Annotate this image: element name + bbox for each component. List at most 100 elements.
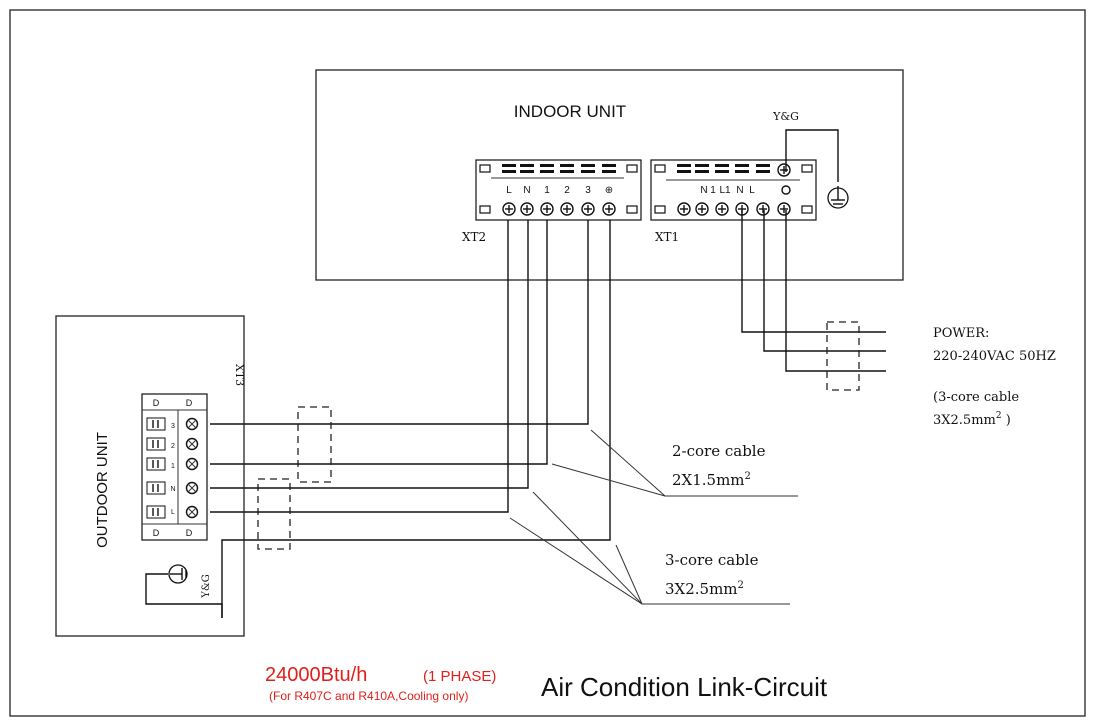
xt1-slot-1-b [695,170,709,173]
xt1-slot-0-a [677,164,691,167]
xt2-slot-0-a [502,164,516,167]
xt2-screw-1 [520,202,534,216]
outdoor-ground-icon [168,564,188,584]
xt3-label-3: 3 [171,423,175,430]
terminal-block-xt3: D D D D 3 2 1 N L [141,393,208,541]
xt1-slot-3-b [735,170,749,173]
xt1-cap-bl [654,205,666,214]
outdoor-ground-label: Y&G [201,574,212,599]
callout-3core-spec: 3X2.5mm2 [665,580,744,598]
outdoor-unit-title: OUTDOOR UNIT [94,432,111,548]
xt2-screw-2 [540,202,554,216]
xt1-screw-5 [777,202,791,216]
xt1-slot-4-a [756,164,770,167]
xt2-slot-2-b [540,170,554,173]
xt3-label-2: 2 [171,443,175,450]
xt1-cap-br [801,205,813,214]
indoor-unit: INDOOR UNIT Y&G L N 1 2 3 ⊕ XT2 N 1 L1 N [315,69,904,281]
xt2-name: XT2 [462,230,486,244]
xt1-name: XT1 [655,230,679,244]
wire-n [210,220,529,489]
xt1-top-slots [654,163,813,214]
xt2-cap-tr [626,164,638,173]
xt1-screw-0 [677,202,691,216]
callout-2core-spec: 2X1.5mm2 [672,471,751,489]
xt2-slot-1-b [520,170,534,173]
xt1-body [650,159,817,221]
xt2-slot-4-b [581,170,595,173]
xt1-slot-1-a [695,164,709,167]
power-cable-spec: 3X2.5mm2 ) [933,411,1011,428]
xt1-slot-2-a [715,164,729,167]
xt1-label-1: 1 [710,185,716,196]
power-wire-l [763,210,886,352]
power-cable-sleeve [826,321,860,391]
xt2-label-l: L [506,185,512,196]
footer-note: (For R407C and R410A,Cooling only) [269,689,468,703]
xt2-cap-br [626,205,638,214]
xt2-label-n: N [523,185,530,196]
indoor-ground-label: Y&G [772,110,799,123]
terminal-block-xt2: L N 1 2 3 ⊕ XT2 [462,159,642,244]
xt3-rows [146,417,199,519]
xt1-label-l1: L1 [719,185,731,196]
xt2-screw-5 [602,202,616,216]
xt2-screw-4 [581,202,595,216]
power-cable-type: (3-core cable [933,390,1019,405]
svg-text:D: D [153,528,160,538]
xt2-label-ground: ⊕ [605,185,613,196]
xt3-row-2 [146,457,199,471]
xt3-row-3 [146,481,199,495]
xt2-slot-0-b [502,170,516,173]
xt1-label-n2: N [736,185,743,196]
wire-l [210,220,509,513]
xt2-body [475,159,642,221]
xt3-row-0 [146,417,199,431]
power-supply: POWER: 220-240VAC 50HZ (3-core cable 3X2… [741,210,1056,428]
xt1-cap-tr [801,164,813,173]
power-wire-ground [785,210,886,372]
xt1-label-n: N [700,185,707,196]
xt2-screw-0 [502,202,516,216]
svg-text:D: D [153,398,160,408]
xt2-slot-3-a [560,164,574,167]
xt2-cap-bl [479,205,491,214]
power-wire-n [741,210,886,333]
xt3-name: XT3 [233,364,246,386]
footer-model: 24000Btu/h [265,664,367,686]
cable-sleeve-3core [257,478,291,550]
xt3-label-l: L [171,509,175,516]
wire-ground [221,220,611,618]
power-voltage: 220-240VAC 50HZ [933,349,1056,364]
cable-sleeve-2core [297,406,332,483]
xt1-slot-2-b [715,170,729,173]
power-label: POWER: [933,326,989,341]
callout-3core-leader-b [532,491,643,605]
outdoor-unit-box [55,315,245,637]
xt2-top-slots [479,164,638,214]
indoor-ground-icon [827,186,849,209]
xt1-top-ground-screw [777,163,791,177]
xt2-cap-tl [479,164,491,173]
xt2-slot-4-a [581,164,595,167]
xt3-row-1 [146,437,199,451]
xt1-ground-mark [781,185,791,195]
footer-phase: (1 PHASE) [423,668,496,685]
xt3-label-n: N [170,486,175,493]
xt2-slot-5-b [602,170,616,173]
terminal-block-xt1: N 1 L1 N L XT1 [650,159,817,244]
svg-text:D: D [186,398,193,408]
wire-3 [210,220,589,425]
xt1-screw-2 [715,202,729,216]
xt2-slot-1-a [520,164,534,167]
xt1-label-l: L [749,185,755,196]
xt2-slot-5-a [602,164,616,167]
xt2-slot-2-a [540,164,554,167]
xt2-label-3: 3 [585,185,591,196]
callout-2core-title: 2-core cable [672,442,766,460]
indoor-ground-wire [785,129,839,182]
footer-title: Air Condition Link-Circuit [541,672,828,702]
xt1-screw-4 [756,202,770,216]
indoor-unit-title: INDOOR UNIT [514,102,626,121]
